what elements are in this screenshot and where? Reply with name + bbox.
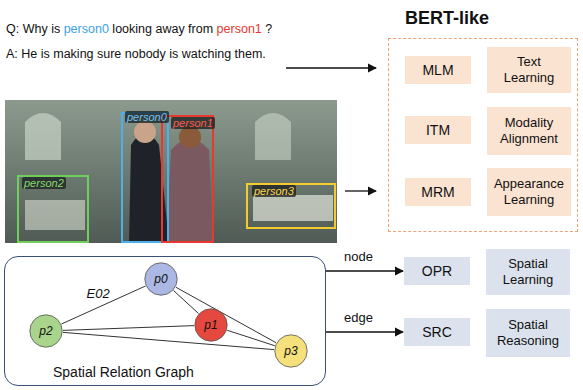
- box-label: Appearance Learning: [493, 176, 565, 207]
- circle-shape: [30, 315, 62, 347]
- qa-text: person1: [217, 22, 262, 36]
- box-tag: person0: [125, 111, 169, 123]
- task-box: SRC: [404, 318, 470, 346]
- circle-shape: [145, 263, 177, 295]
- circle-shape: [275, 335, 307, 367]
- relation-edge: [174, 291, 199, 314]
- photo-ground: [5, 100, 337, 243]
- input-arrow: [345, 190, 376, 191]
- relation-edge: [63, 326, 194, 331]
- window: [25, 113, 61, 160]
- relation-edge: [176, 287, 276, 343]
- flow-arrow: [326, 270, 403, 271]
- qa-text: A: He is making sure nobody is watching …: [6, 47, 266, 61]
- bed: [25, 200, 85, 230]
- relation-edge: [227, 330, 275, 345]
- graph-node: p0: [144, 262, 178, 296]
- circle-shape: [195, 309, 227, 341]
- box-label: OPR: [422, 263, 452, 280]
- task-box: OPR: [404, 257, 470, 285]
- graph-node: p2: [29, 314, 63, 348]
- person-figure: [167, 139, 213, 243]
- panel-title: Spatial Relation Graph: [53, 364, 194, 380]
- bed: [253, 195, 333, 221]
- node-label: p3: [284, 344, 297, 358]
- node-label: p2: [39, 324, 52, 338]
- box-label: MLM: [422, 62, 453, 79]
- task-box: MRM: [405, 178, 471, 206]
- box-label: Text Learning: [493, 54, 565, 85]
- box-tag: person1: [171, 117, 215, 129]
- graph-panel: Spatial Relation Graph p0 p1 p2 p3: [4, 256, 326, 386]
- purpose-box: Spatial Reasoning: [486, 309, 570, 357]
- graph-node: p1: [194, 308, 228, 342]
- bounding-box: [162, 116, 213, 242]
- group-heading: BERT-like: [405, 8, 489, 29]
- task-box: MLM: [405, 56, 471, 84]
- box-label: SRC: [422, 324, 452, 341]
- relation-edge: [61, 286, 145, 324]
- qa-text: ?: [265, 22, 272, 36]
- box-label: MRM: [421, 184, 454, 201]
- purpose-box: Text Learning: [487, 47, 571, 93]
- bounding-box: [18, 176, 88, 242]
- node-label: p1: [204, 318, 217, 332]
- task-box: ITM: [405, 116, 471, 144]
- answer-line: A: He is making sure nobody is watching …: [6, 47, 266, 61]
- person-head: [134, 121, 156, 143]
- box-tag: person2: [22, 177, 66, 189]
- edge-label: E02: [85, 286, 112, 301]
- person-head: [179, 126, 201, 148]
- graph-node: p3: [274, 334, 308, 368]
- flow-arrow: [326, 331, 403, 332]
- edge-label: node: [342, 249, 375, 264]
- purpose-box: Spatial Learning: [486, 249, 570, 295]
- box-tag: person3: [252, 185, 296, 197]
- box-label: Spatial Learning: [492, 256, 564, 287]
- box-label: Spatial Reasoning: [492, 317, 564, 348]
- bounding-box: [247, 184, 335, 228]
- edge-label: edge: [342, 310, 375, 325]
- qa-text: looking away from: [112, 22, 213, 36]
- box-label: ITM: [426, 122, 450, 139]
- input-arrow: [286, 67, 376, 68]
- bert-group: BERT-likeMLMText LearningITMModality Ali…: [388, 38, 578, 232]
- relation-edge: [63, 332, 274, 349]
- qa-text: person0: [64, 22, 109, 36]
- qa-text: Q: Why is: [6, 22, 60, 36]
- purpose-box: Appearance Learning: [487, 168, 571, 216]
- purpose-box: Modality Alignment: [487, 107, 571, 155]
- box-label: Modality Alignment: [493, 115, 565, 146]
- question-line: Q: Why is person0looking away from person1…: [6, 22, 272, 36]
- window: [255, 113, 291, 160]
- node-label: p0: [154, 272, 167, 286]
